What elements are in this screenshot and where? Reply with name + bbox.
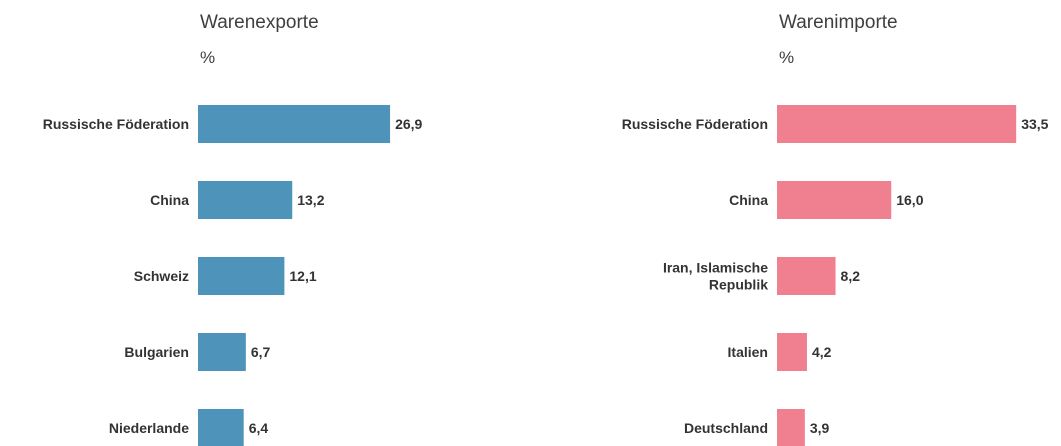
bar-import-5: [777, 409, 805, 446]
bar-import-4: [777, 333, 807, 371]
category-label-import-4: Italien: [728, 344, 768, 360]
category-label-export-3: Schweiz: [134, 268, 189, 284]
value-label-import-2: 16,0: [896, 192, 923, 208]
value-label-export-4: 6,7: [251, 344, 271, 360]
bar-export-3: [198, 257, 285, 295]
bar-import-1: [777, 105, 1017, 143]
bar-export-1: [198, 105, 391, 143]
value-label-export-5: 6,4: [249, 420, 269, 436]
value-label-import-5: 3,9: [810, 420, 830, 436]
bar-import-2: [777, 181, 892, 219]
category-label-import-1: Russische Föderation: [622, 116, 768, 132]
category-label-export-1: Russische Föderation: [43, 116, 189, 132]
value-label-import-1: 33,5: [1021, 116, 1048, 132]
chart-unit-export: %: [200, 48, 215, 67]
value-label-export-3: 12,1: [289, 268, 316, 284]
value-label-export-1: 26,9: [395, 116, 422, 132]
category-label-export-5: Niederlande: [109, 420, 189, 436]
category-label-import-5: Deutschland: [684, 420, 768, 436]
bar-export-4: [198, 333, 246, 371]
value-label-import-3: 8,2: [841, 268, 861, 284]
chart-unit-import: %: [779, 48, 794, 67]
category-label-export-2: China: [150, 192, 189, 208]
bar-export-2: [198, 181, 293, 219]
chart-title-import: Warenimporte: [779, 12, 898, 33]
value-label-import-4: 4,2: [812, 344, 832, 360]
category-label-export-4: Bulgarien: [124, 344, 189, 360]
bar-export-5: [198, 409, 244, 446]
chart-title-export: Warenexporte: [200, 12, 319, 33]
category-label-import-2: China: [729, 192, 768, 208]
bar-import-3: [777, 257, 836, 295]
value-label-export-2: 13,2: [297, 192, 324, 208]
